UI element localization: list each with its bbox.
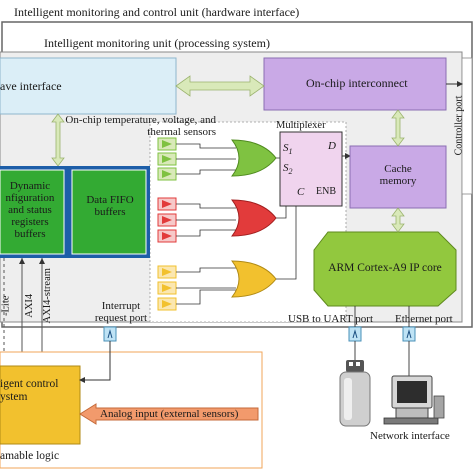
ethernet-port-icon[interactable] (402, 326, 416, 342)
usb-uart-port-icon[interactable] (348, 326, 362, 342)
fifo-buffer-block (71, 169, 147, 255)
slave-interface-label: ave interface (0, 79, 62, 93)
inner-title: Intelligent monitoring unit (processing … (44, 36, 270, 50)
sensors-label: On-chip temperature, voltage, and therma… (65, 114, 216, 139)
cache-memory-block (349, 145, 447, 209)
mux-enb-label: ENB (316, 186, 336, 197)
mux-c-label: C (297, 186, 305, 198)
analog-input-arrow (79, 403, 259, 425)
mux-s1-label: S1 (283, 142, 293, 157)
controller-port-label: Controller port (453, 95, 465, 156)
multiplexer-block (279, 131, 343, 207)
slave-interconnect-arrow (175, 75, 265, 97)
computer-icon (383, 375, 445, 425)
outer-title: Intelligent monitoring and control unit … (14, 5, 300, 19)
axi-bus-lines (3, 258, 43, 358)
network-interface-label: Network interface (370, 430, 450, 442)
onchip-interconnect-block (263, 57, 447, 111)
dynamic-config-block (0, 169, 65, 255)
onchip-interconnect-label: On-chip interconnect (306, 76, 408, 90)
programmable-logic-label: amable logic (0, 450, 60, 462)
axi-lite-label: -Lite (0, 295, 12, 316)
or-gate-green (230, 139, 277, 177)
interrupt-port-label: Interrupt request port (94, 300, 148, 325)
control-system-label: igent control ystem (0, 378, 59, 403)
arm-port-wires (354, 306, 410, 376)
slave-interface-block (0, 57, 177, 115)
mux-d-label: D (328, 140, 336, 152)
usb-uart-label: USB to UART port (288, 313, 374, 325)
cache-arm-arrow (391, 207, 405, 233)
controller-port-strip (461, 57, 473, 195)
sensor-group-red (157, 197, 177, 243)
multiplexer-title: Multiplexer (276, 120, 326, 131)
cache-memory-label: Cache memory (379, 163, 417, 188)
arm-core-block (313, 231, 457, 307)
dynamic-config-label: Dynamic nfiguration and status registers… (5, 180, 55, 241)
arm-core-label: ARM Cortex-A9 IP core (328, 262, 442, 274)
sensor-wires (176, 143, 236, 305)
interconnect-cache-arrow (391, 109, 405, 147)
usb-stick-icon (339, 360, 371, 427)
interrupt-port-icon[interactable] (103, 326, 117, 342)
axi4-stream-label: AXI4-stream (41, 268, 53, 324)
fifo-label: Data FIFO buffers (86, 194, 134, 219)
ethernet-label: Ethernet port (395, 313, 453, 325)
mux-s2-label: S2 (283, 162, 293, 177)
interrupt-wire (79, 341, 111, 383)
axi4-label: AXI4 (24, 293, 36, 318)
or-gate-yellow (230, 260, 277, 298)
or-gate-red (230, 199, 277, 237)
analog-input-label: Analog input (external sensors) (100, 408, 239, 420)
control-system-block (0, 365, 81, 445)
sensor-group-yellow (157, 265, 177, 311)
sensor-group-green (157, 137, 177, 181)
